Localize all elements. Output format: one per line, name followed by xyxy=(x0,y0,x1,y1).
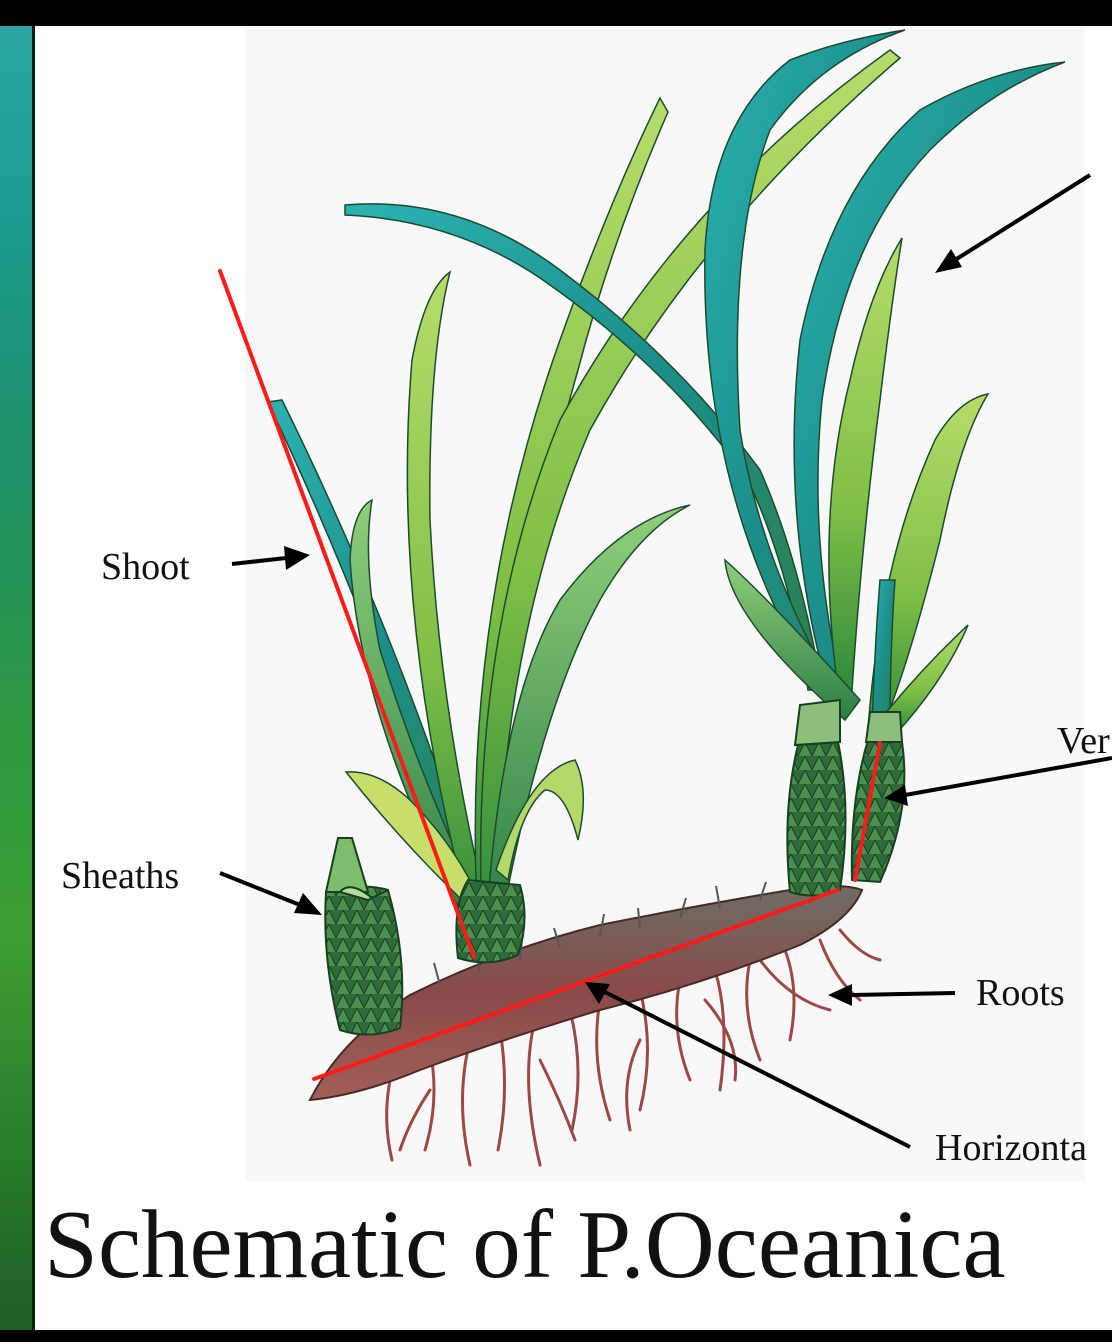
label-shoot: Shoot xyxy=(101,548,190,586)
label-vertical-rhizome: Ver xyxy=(1057,722,1110,760)
posidonia-illustration: Shoot Sheaths Roots Ver Horizonta xyxy=(35,26,1112,1181)
label-roots: Roots xyxy=(976,974,1065,1012)
seagrass-background-strip xyxy=(0,26,32,1330)
bottom-frame-bar xyxy=(0,1330,1112,1342)
label-sheaths: Sheaths xyxy=(61,857,179,895)
top-frame-bar xyxy=(0,0,1112,26)
label-horizontal-rhizome: Horizonta xyxy=(935,1129,1087,1167)
slide-caption: Schematic of P.Oceanica xyxy=(44,1196,1006,1293)
